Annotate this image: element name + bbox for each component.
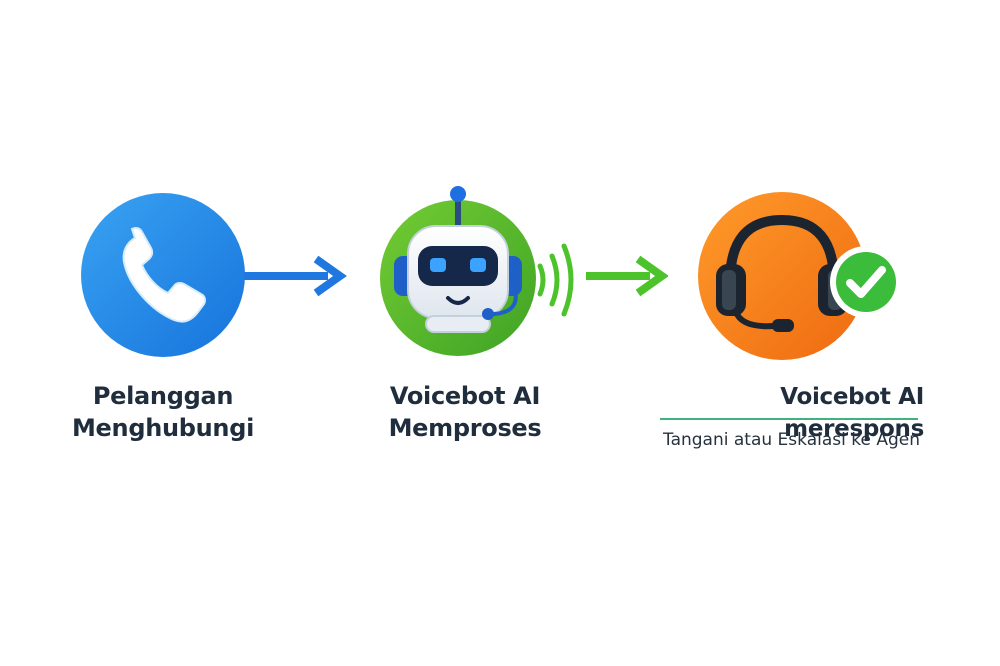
customer-call-label: Pelanggan Menghubungi xyxy=(60,380,266,444)
voicebot-response-subtitle: Tangani atau Eskalasi ke Agen xyxy=(663,430,920,450)
headset-icon xyxy=(698,192,902,360)
robot-icon xyxy=(380,186,574,356)
voicebot-processing-label: Voicebot AI Memproses xyxy=(370,380,560,444)
arrow-right-green xyxy=(586,255,669,297)
customer-call-label-line-2: Menghubungi xyxy=(71,414,255,442)
check-badge-icon xyxy=(830,246,902,318)
customer-call-label-line-1: Pelanggan xyxy=(92,382,234,410)
voicebot-processing-label-line-1: Voicebot AI xyxy=(389,382,541,410)
arrow-right-blue xyxy=(244,255,348,297)
voicebot-response-title: Voicebot AI merespons xyxy=(780,384,924,442)
phone-icon xyxy=(81,193,245,357)
voicebot-processing-label-line-2: Memproses xyxy=(388,414,542,442)
customer-call-node xyxy=(80,192,246,358)
voicebot-response-node xyxy=(696,190,906,360)
response-divider-line xyxy=(660,418,918,420)
voicebot-node xyxy=(372,186,588,356)
